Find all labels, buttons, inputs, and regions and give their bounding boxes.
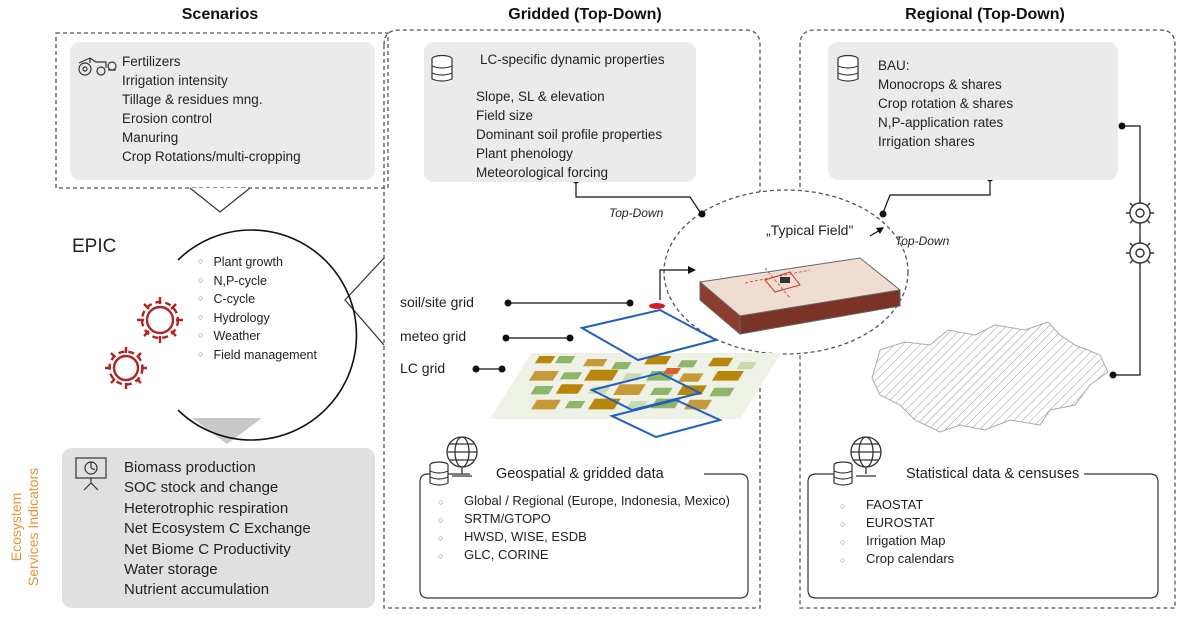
globe-icon (850, 436, 882, 477)
scenarios-box: Fertilizers Irrigation intensity Tillage… (70, 42, 375, 180)
regional-gear-bottom (1126, 239, 1154, 267)
gridded-item: Field size (476, 108, 534, 123)
epic-item: Hydrology (198, 310, 317, 329)
statistical-data-text: FAOSTAT (866, 497, 924, 512)
database-icon (833, 461, 853, 486)
soil-site-grid-label: soil/site grid (400, 294, 474, 310)
diagram-canvas (55, 29, 1176, 609)
database-icon (431, 54, 453, 82)
gridded-frame (383, 29, 761, 609)
regional-item: Crop rotation & shares (878, 96, 1014, 111)
scenario-item: Irrigation intensity (122, 73, 228, 88)
esi-item: Net Ecosystem C Exchange (124, 520, 311, 538)
esi-vertical-label: Ecosystem Services Indicators (8, 412, 42, 642)
epic-gear-small (105, 347, 147, 389)
database-icon (429, 461, 449, 486)
statistical-data-item: ○FAOSTAT (840, 497, 924, 512)
regional-item: Irrigation shares (878, 134, 975, 149)
scenarios-header: Scenarios (181, 6, 259, 23)
typical-field-label: „Typical Field" (766, 222, 854, 238)
esi-item: Water storage (124, 561, 218, 579)
tractor-icon (78, 57, 117, 76)
regional-item: N,P-application rates (878, 115, 1004, 130)
gridded-item: Plant phenology (476, 146, 573, 161)
epic-arc (177, 229, 358, 441)
epic-item: Field management (198, 347, 317, 366)
database-icon (837, 54, 859, 82)
gridded-item: Meteorological forcing (476, 165, 609, 180)
epic-item: Plant growth (198, 254, 317, 273)
statistical-data-item: ○Irrigation Map (840, 533, 946, 548)
geospatial-data-item: ○HWSD, WISE, ESDB (438, 529, 587, 544)
statistical-data-text: EUROSTAT (866, 515, 935, 530)
lc-grid-label: LC grid (400, 360, 446, 376)
epic-gear-large (137, 297, 183, 343)
regional-item: BAU: (878, 58, 910, 73)
esi-box: Biomass production SOC stock and change … (62, 448, 375, 608)
regional-gear-top (1126, 199, 1154, 227)
typical-field-block (698, 257, 902, 336)
esi-item: SOC stock and change (124, 479, 279, 497)
statistical-data-title: Statistical data & censuses (906, 466, 1080, 482)
scenarios-funnel-arrow (189, 187, 251, 213)
meteo-grid-label: meteo grid (400, 328, 467, 344)
regional-map-shape (871, 321, 1109, 433)
esi-item: Net Biome C Productivity (124, 540, 291, 558)
scenario-item: Crop Rotations/multi-cropping (122, 149, 301, 164)
globe-icon (446, 436, 478, 477)
epic-item: C-cycle (198, 291, 317, 310)
meteo-grid-squares (579, 308, 723, 439)
epic-title: EPIC (72, 236, 117, 257)
gridded-item: Dominant soil profile properties (476, 127, 663, 142)
scenario-item: Manuring (122, 130, 179, 145)
esi-label-line: Ecosystem (8, 492, 24, 562)
geospatial-data-text: GLC, CORINE (464, 547, 549, 562)
typical-field-top-down-label: Top-Down (895, 234, 950, 248)
geospatial-data-text: HWSD, WISE, ESDB (464, 529, 587, 544)
soil-site-marker (649, 303, 665, 309)
scenario-item: Tillage & residues mng. (122, 92, 263, 107)
gridded-properties-box: LC-specific dynamic properties Slope, SL… (424, 42, 696, 182)
gridded-item: Slope, SL & elevation (476, 89, 605, 104)
gridded-header: Gridded (Top-Down) (508, 6, 662, 23)
scenario-item: Fertilizers (122, 54, 181, 69)
regional-item: Monocrops & shares (878, 77, 1002, 92)
regional-frame (799, 29, 1176, 609)
gridded-item-title: LC-specific dynamic properties (480, 52, 665, 67)
esi-arrow (192, 418, 262, 444)
statistical-data-frame (807, 473, 1159, 599)
epic-item: N,P-cycle (198, 273, 317, 292)
statistical-data-item: ○EUROSTAT (840, 515, 935, 530)
statistical-data-text: Irrigation Map (866, 533, 946, 548)
geospatial-data-text: Global / Regional (Europe, Indonesia, Me… (464, 493, 730, 508)
presentation-icon (75, 457, 107, 491)
geospatial-data-text: SRTM/GTOPO (464, 511, 551, 526)
geospatial-data-item: ○GLC, CORINE (438, 547, 549, 562)
regional-bau-box: BAU: Monocrops & shares Crop rotation & … (828, 42, 1118, 180)
esi-item: Nutrient accumulation (124, 581, 270, 599)
scenario-item: Erosion control (122, 111, 213, 126)
epic-connector-chevron (344, 257, 385, 346)
epic-item: Weather (198, 328, 317, 347)
geospatial-data-frame (419, 473, 749, 599)
gridded-top-down-label: Top-Down (609, 206, 664, 220)
esi-item: Biomass production (124, 459, 256, 476)
regional-header: Regional (Top-Down) (905, 6, 1065, 23)
statistical-data-text: Crop calendars (866, 551, 955, 566)
esi-label-line: Services Indicators (25, 467, 41, 587)
geospatial-data-item: ○Global / Regional (Europe, Indonesia, M… (438, 493, 730, 508)
geospatial-data-title: Geospatial & gridded data (496, 466, 664, 482)
geospatial-data-item: ○SRTM/GTOPO (438, 511, 551, 526)
esi-item: Heterotrophic respiration (124, 499, 289, 517)
statistical-data-item: ○Crop calendars (840, 551, 955, 566)
